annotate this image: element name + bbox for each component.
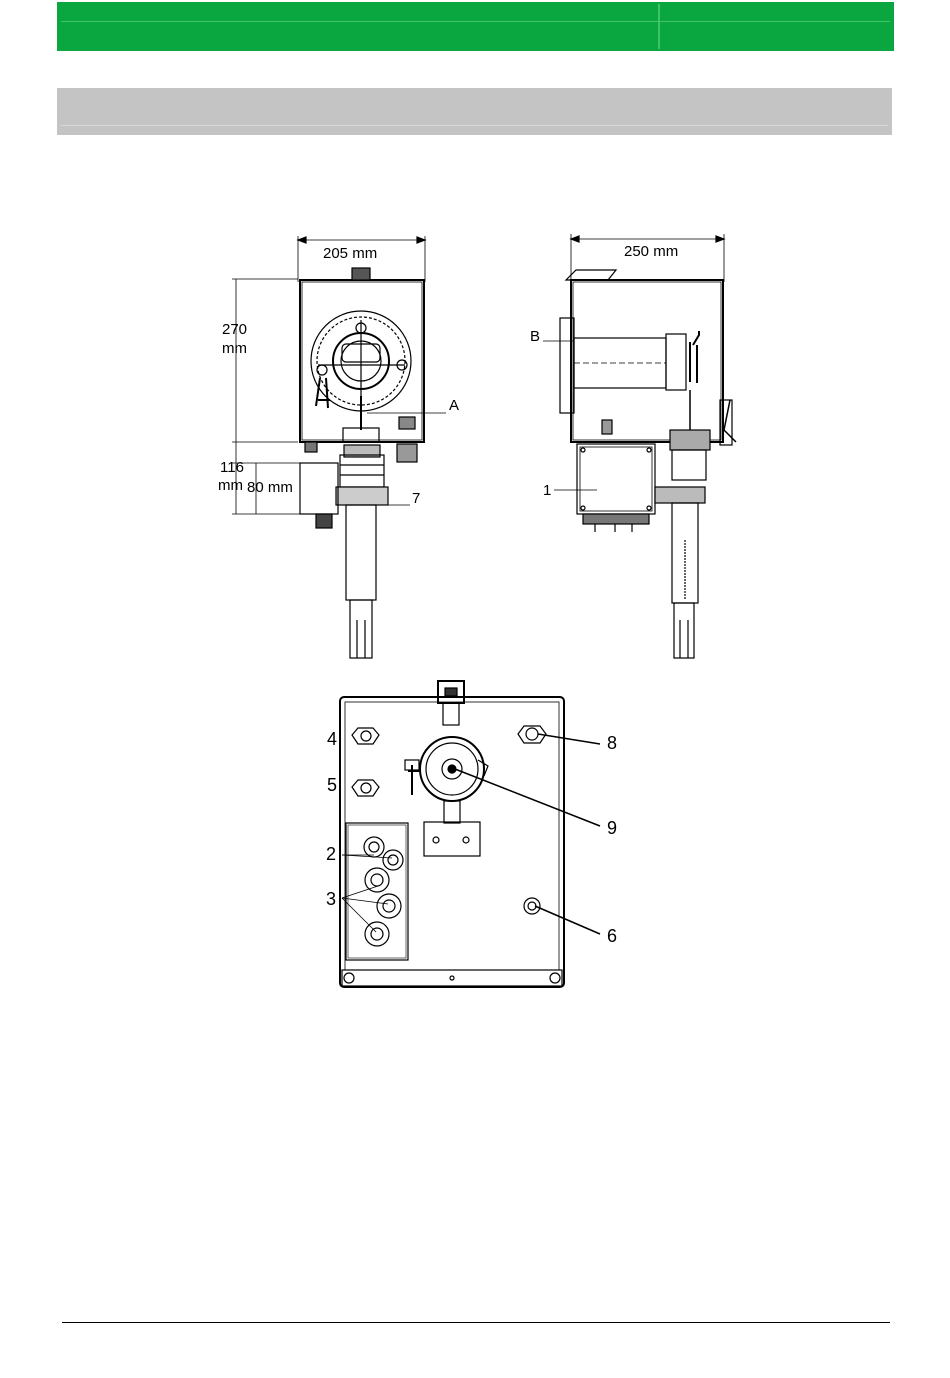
callout-a: A	[449, 397, 459, 414]
front-lower-dim-unit: mm	[218, 477, 243, 494]
callout-2: 2	[326, 844, 336, 864]
front-lower-dim-value: 116	[220, 459, 244, 476]
front-width-dim: 205 mm	[323, 245, 377, 262]
footer-rule	[62, 1322, 890, 1323]
callout-8: 8	[607, 733, 617, 753]
front-height-dim-value: 270	[222, 321, 247, 338]
callout-6: 6	[607, 926, 617, 946]
callout-1: 1	[543, 482, 551, 499]
bottom-view	[340, 681, 600, 987]
callout-3: 3	[326, 889, 336, 909]
side-width-dim: 250 mm	[624, 243, 678, 260]
callout-9: 9	[607, 818, 617, 838]
callout-4: 4	[327, 729, 337, 749]
side-view	[543, 234, 736, 658]
front-lower-dim-inner: 80 mm	[247, 479, 293, 496]
callout-5: 5	[327, 775, 337, 795]
front-height-dim-unit: mm	[222, 340, 247, 357]
callout-7: 7	[412, 490, 420, 507]
front-view	[232, 236, 446, 658]
callout-b: B	[530, 328, 540, 345]
